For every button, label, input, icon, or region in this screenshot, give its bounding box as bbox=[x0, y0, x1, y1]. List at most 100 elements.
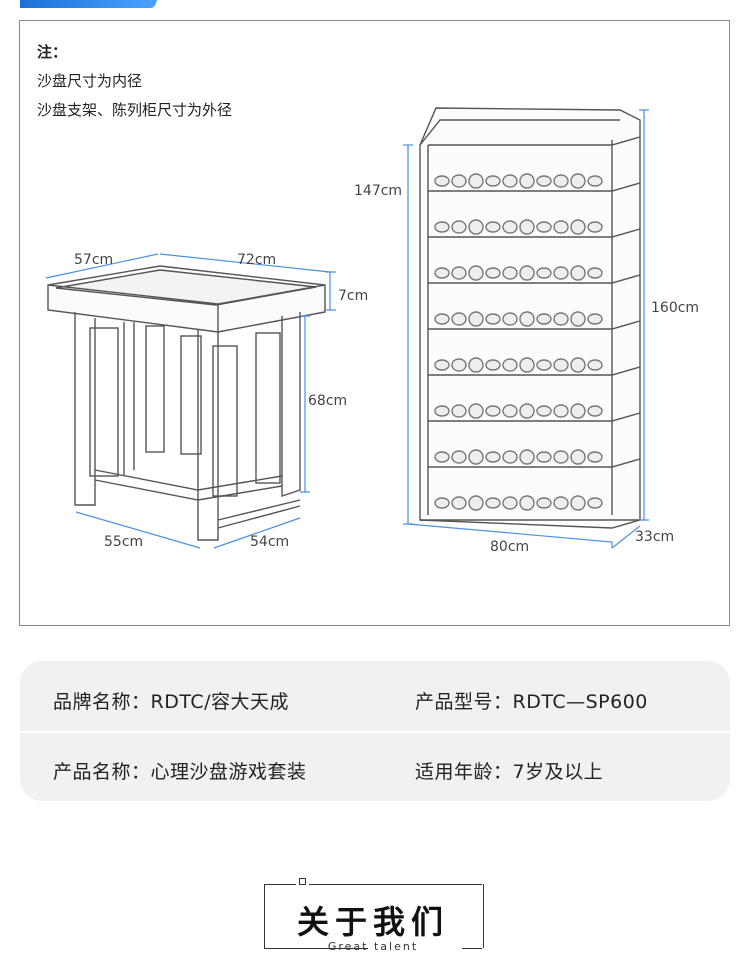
spec-product-name: 产品名称：心理沙盘游戏套装 bbox=[53, 761, 307, 783]
cabinet-figurine bbox=[519, 219, 535, 235]
cabinet-figurine bbox=[570, 403, 586, 419]
cabinet-figurine bbox=[536, 359, 552, 371]
dim-tray-depth: 57cm bbox=[74, 252, 114, 268]
dim-stand-height: 68cm bbox=[308, 393, 348, 409]
note-line-outer-size: 沙盘支架、陈列柜尺寸为外径 bbox=[37, 101, 233, 119]
cabinet-figurine bbox=[502, 220, 518, 234]
cabinet-figurine bbox=[570, 495, 586, 511]
about-top-right-line bbox=[309, 884, 482, 885]
spec-model: 产品型号：RDTC—SP600 bbox=[415, 691, 648, 713]
cabinet-figurine bbox=[485, 221, 501, 233]
cabinet-figurine bbox=[451, 312, 467, 326]
cabinet-figurine bbox=[519, 357, 535, 373]
cabinet-figurine bbox=[451, 266, 467, 280]
product-line-drawing bbox=[45, 107, 649, 549]
cabinet-figurine bbox=[468, 403, 484, 419]
cabinet-figurine bbox=[536, 267, 552, 279]
note-heading: 注： bbox=[37, 43, 68, 61]
cabinet-figurine bbox=[570, 265, 586, 281]
cabinet-shelf-board bbox=[428, 136, 641, 146]
sand-tray-stand-drawing bbox=[47, 265, 326, 541]
cabinet-figurine bbox=[570, 311, 586, 327]
cabinet-figurine bbox=[502, 496, 518, 510]
cabinet-figurine bbox=[587, 313, 603, 325]
cabinet-figurine bbox=[485, 267, 501, 279]
cabinet-figurine bbox=[434, 451, 450, 463]
cabinet-shelf-board bbox=[428, 458, 641, 468]
cabinet-figurine bbox=[570, 357, 586, 373]
dim-cabinet-inner-height: 147cm bbox=[354, 183, 403, 199]
cabinet-figurine bbox=[468, 311, 484, 327]
cabinet-figurine bbox=[434, 359, 450, 371]
cabinet-figurine bbox=[570, 449, 586, 465]
cabinet-figurine bbox=[434, 175, 450, 187]
cabinet-figurine bbox=[570, 173, 586, 189]
cabinet-figurine bbox=[502, 358, 518, 372]
cabinet-figurine bbox=[587, 267, 603, 279]
cabinet-figurine bbox=[451, 174, 467, 188]
cabinet-figurine bbox=[587, 405, 603, 417]
dim-cabinet-depth: 33cm bbox=[635, 529, 675, 545]
cabinet-figurine bbox=[468, 265, 484, 281]
cabinet-figurine bbox=[519, 173, 535, 189]
cabinet-figurine bbox=[587, 221, 603, 233]
cabinet-figurine bbox=[485, 497, 501, 509]
cabinet-figurine bbox=[485, 175, 501, 187]
cabinet-figurine bbox=[485, 451, 501, 463]
dim-cabinet-height: 160cm bbox=[651, 300, 700, 316]
cabinet-figurine bbox=[553, 358, 569, 372]
about-title: 关于我们 bbox=[296, 903, 449, 941]
spec-divider bbox=[20, 731, 730, 733]
cabinet-figurine bbox=[519, 495, 535, 511]
cabinet-figurine bbox=[468, 495, 484, 511]
cabinet-figurine bbox=[434, 313, 450, 325]
cabinet-figurine bbox=[434, 497, 450, 509]
cabinet-figurine bbox=[570, 219, 586, 235]
cabinet-figurine bbox=[451, 220, 467, 234]
display-cabinet-drawing bbox=[419, 107, 641, 529]
cabinet-figurine bbox=[468, 173, 484, 189]
note-line-inner-size: 沙盘尺寸为内径 bbox=[37, 72, 143, 90]
about-bottom-right-line bbox=[462, 948, 482, 949]
cabinet-figurine bbox=[502, 450, 518, 464]
cabinet-figurine bbox=[502, 312, 518, 326]
cabinet-figurine bbox=[553, 312, 569, 326]
cabinet-figurine bbox=[519, 265, 535, 281]
cabinet-figurine bbox=[451, 450, 467, 464]
cabinet-shelf-board bbox=[428, 320, 641, 330]
cabinet-shelf-board bbox=[428, 274, 641, 284]
cabinet-figurine bbox=[587, 497, 603, 509]
cabinet-figurine bbox=[536, 313, 552, 325]
cabinet-figurine bbox=[553, 220, 569, 234]
dim-stand-depth: 54cm bbox=[250, 534, 290, 550]
cabinet-figurine bbox=[434, 267, 450, 279]
cabinet-shelf-board bbox=[428, 412, 641, 422]
cabinet-figurine bbox=[587, 175, 603, 187]
cabinet-figurine bbox=[434, 221, 450, 233]
cabinet-figurine bbox=[451, 404, 467, 418]
cabinet-figurine bbox=[536, 497, 552, 509]
about-frame bbox=[264, 884, 484, 948]
cabinet-figurine bbox=[434, 405, 450, 417]
cabinet-figurine bbox=[468, 449, 484, 465]
cabinet-figurine bbox=[451, 358, 467, 372]
spec-brand: 品牌名称：RDTC/容大天成 bbox=[53, 691, 289, 713]
dimension-lines bbox=[45, 109, 649, 549]
about-bottom-left-line bbox=[264, 948, 368, 949]
cabinet-shelf-board bbox=[428, 182, 641, 192]
cabinet-figurine bbox=[587, 359, 603, 371]
cabinet-figurine bbox=[553, 404, 569, 418]
cabinet-figurine bbox=[485, 405, 501, 417]
cabinet-figurine bbox=[553, 450, 569, 464]
cabinet-figurine bbox=[519, 403, 535, 419]
cabinet-figurine bbox=[502, 174, 518, 188]
cabinet-shelf-board bbox=[428, 228, 641, 238]
cabinet-figurine bbox=[587, 451, 603, 463]
cabinet-figurine bbox=[536, 405, 552, 417]
cabinet-shelf-board bbox=[428, 366, 641, 376]
cabinet-figurine bbox=[468, 219, 484, 235]
cabinet-figurine bbox=[536, 175, 552, 187]
dim-tray-width: 72cm bbox=[237, 252, 277, 268]
dim-cabinet-width: 80cm bbox=[490, 539, 530, 555]
dim-stand-width: 55cm bbox=[104, 534, 144, 550]
